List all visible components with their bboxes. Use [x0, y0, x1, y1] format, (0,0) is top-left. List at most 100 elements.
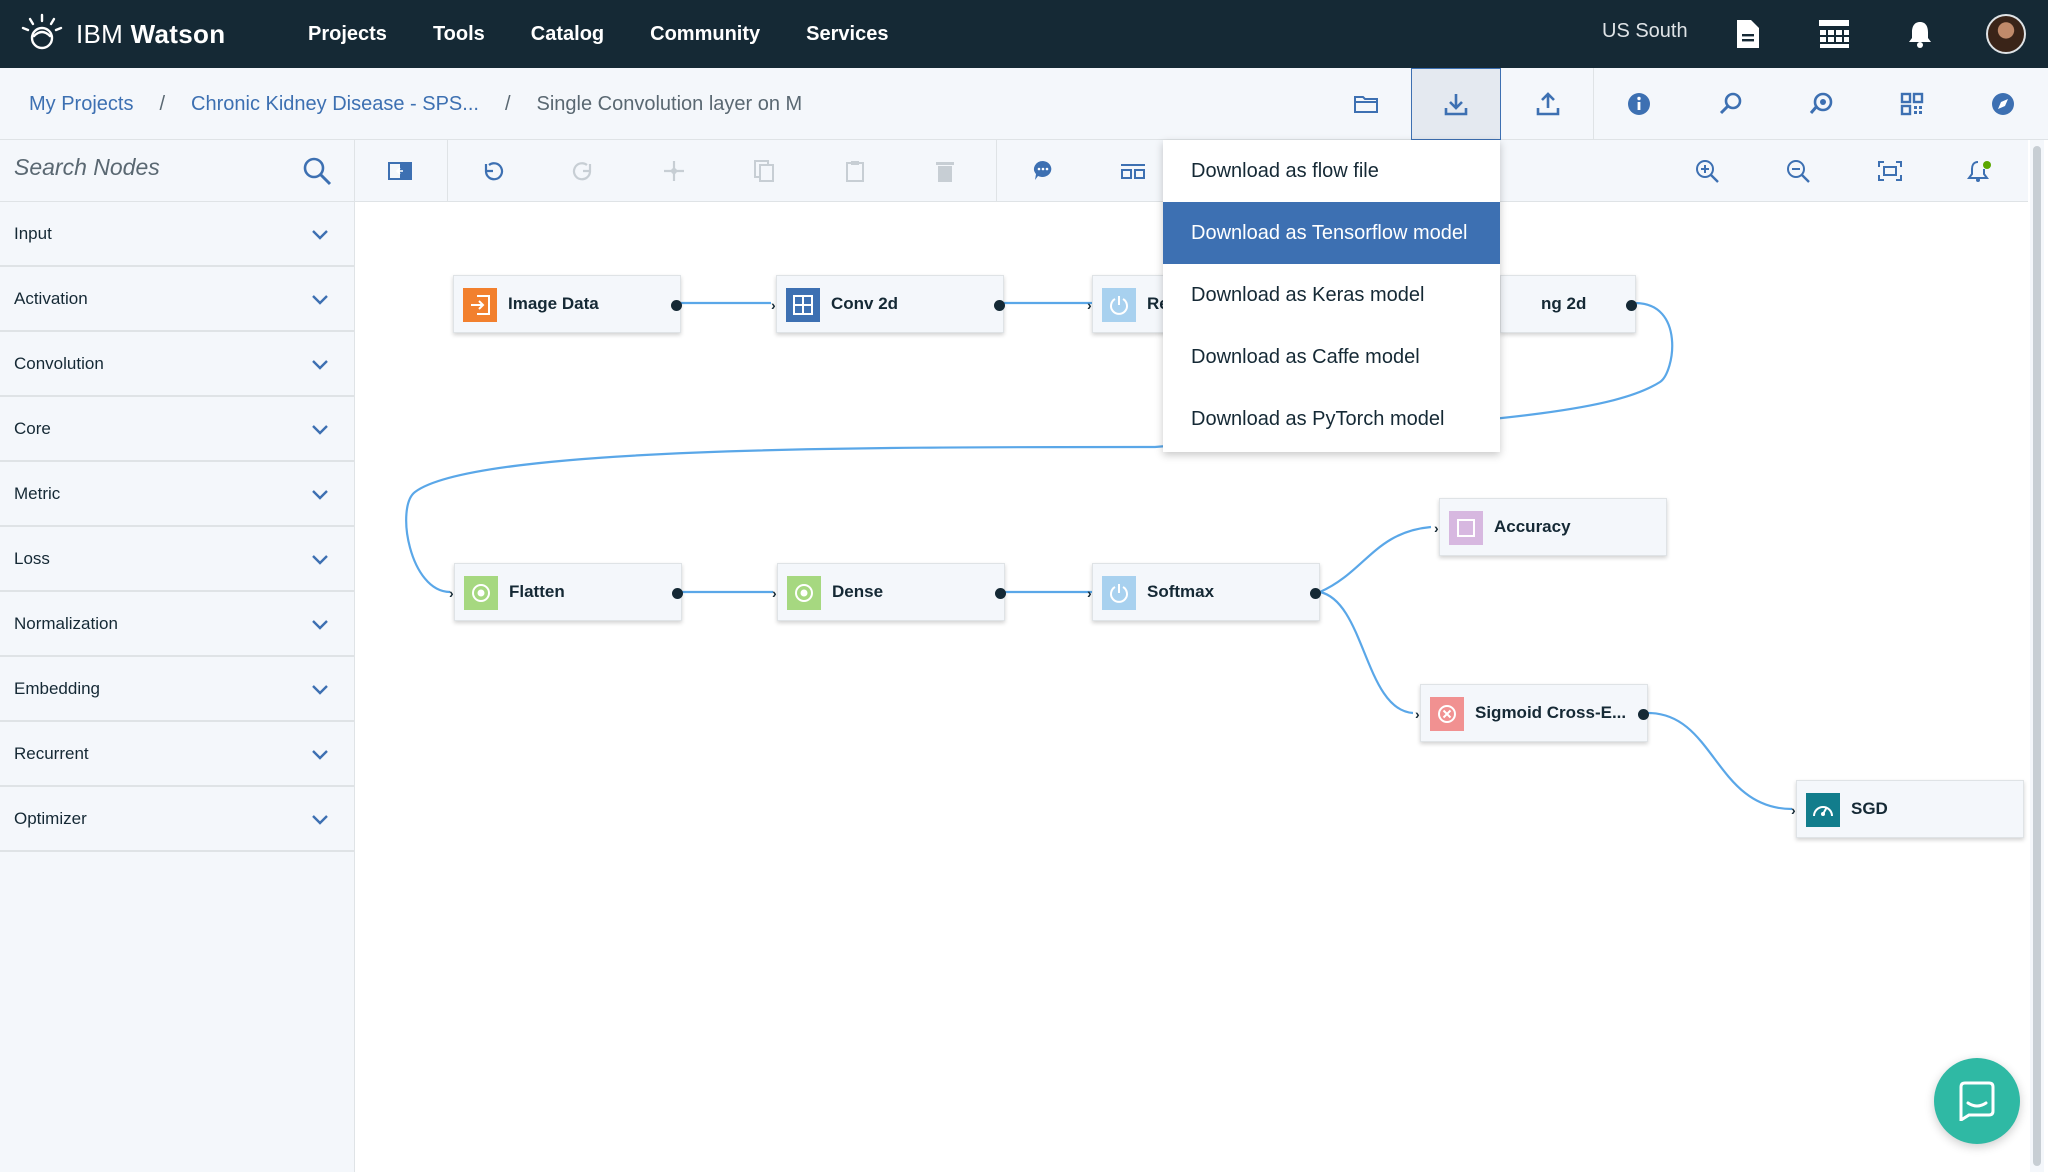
node-conv2d[interactable]: › Conv 2d [771, 275, 1005, 333]
toggle-palette-button[interactable] [355, 140, 445, 202]
redo-button[interactable] [538, 140, 628, 202]
category-core[interactable]: Core [0, 397, 355, 462]
brand[interactable]: IBM Watson [20, 12, 225, 56]
notification-bell-icon[interactable] [1900, 14, 1940, 54]
input-port-chevron[interactable]: › [1087, 297, 1092, 313]
zoom-out-icon [1787, 160, 1810, 183]
input-port-chevron[interactable]: › [771, 297, 776, 313]
input-port-chevron[interactable]: › [1415, 706, 1420, 722]
category-label: Activation [14, 289, 88, 308]
open-folder-button[interactable] [1321, 68, 1411, 140]
settings-button[interactable] [1776, 68, 1866, 140]
cut-button[interactable] [629, 140, 719, 202]
hyperparameters-button[interactable] [1686, 68, 1776, 140]
user-avatar[interactable] [1986, 14, 2026, 54]
activation-node-icon [1102, 576, 1136, 610]
menu-download-keras[interactable]: Download as Keras model [1191, 283, 1425, 306]
output-port[interactable] [1626, 300, 1637, 311]
category-normalization[interactable]: Normalization [0, 592, 355, 657]
category-convolution[interactable]: Convolution [0, 332, 355, 397]
brand-name: IBM Watson [76, 18, 226, 49]
copy-icon [754, 160, 774, 182]
nav-projects[interactable]: Projects [308, 22, 387, 45]
chevron-down-icon [312, 620, 328, 630]
nav-catalog[interactable]: Catalog [530, 22, 605, 45]
output-port[interactable] [672, 588, 683, 599]
node-softmax[interactable]: › Softmax [1087, 563, 1321, 621]
node-sigmoid-cross-entropy[interactable]: › Sigmoid Cross-E... [1415, 684, 1649, 742]
input-port-chevron[interactable]: › [772, 585, 777, 601]
download-button[interactable] [1411, 68, 1501, 140]
explore-button[interactable] [1958, 68, 2048, 140]
output-port[interactable] [995, 588, 1006, 599]
category-embedding[interactable]: Embedding [0, 657, 355, 722]
nav-tools[interactable]: Tools [432, 22, 485, 45]
breadcrumb-separator: / [504, 92, 511, 115]
nav-services[interactable]: Services [806, 22, 889, 45]
paste-button[interactable] [810, 140, 900, 202]
link-softmax-to-sigmoid [1319, 590, 1414, 715]
menu-download-pytorch[interactable]: Download as PyTorch model [1191, 407, 1445, 430]
copy-button[interactable] [719, 140, 809, 202]
input-port-chevron[interactable]: › [1434, 520, 1439, 536]
divider [996, 140, 997, 202]
scrollbar-thumb[interactable] [2033, 146, 2041, 1166]
breadcrumb-my-projects[interactable]: My Projects [29, 92, 134, 115]
search-icon[interactable] [302, 156, 332, 186]
category-recurrent[interactable]: Recurrent [0, 722, 355, 787]
notifications-button[interactable] [1935, 140, 2025, 202]
fit-to-screen-button[interactable] [1845, 140, 1935, 202]
node-accuracy[interactable]: › Accuracy [1434, 498, 1667, 556]
node-flatten[interactable]: › Flatten [449, 563, 683, 621]
node-pooling2d[interactable]: ng 2d [1500, 275, 1637, 333]
trash-icon [936, 162, 954, 182]
menu-download-flow-file[interactable]: Download as flow file [1191, 159, 1379, 182]
info-button[interactable] [1594, 68, 1684, 140]
node-dense[interactable]: › Dense [772, 563, 1006, 621]
input-port-chevron[interactable]: › [1087, 585, 1092, 601]
divider [1593, 68, 1594, 140]
vertical-scrollbar[interactable] [2030, 140, 2044, 1172]
category-label: Input [14, 224, 52, 243]
document-icon[interactable] [1728, 14, 1768, 54]
category-label: Loss [14, 549, 50, 568]
category-metric[interactable]: Metric [0, 462, 355, 527]
node-sgd[interactable]: › SGD [1791, 780, 2024, 838]
menu-download-caffe[interactable]: Download as Caffe model [1191, 345, 1420, 368]
output-port[interactable] [994, 300, 1005, 311]
search-input[interactable] [14, 154, 294, 181]
output-port[interactable] [1310, 588, 1321, 599]
zoom-out-button[interactable] [1753, 140, 1843, 202]
zoom-in-button[interactable] [1662, 140, 1752, 202]
output-port[interactable] [671, 300, 682, 311]
nav-community[interactable]: Community [650, 22, 761, 45]
category-label: Embedding [14, 679, 101, 698]
node-label: Image Data [508, 294, 599, 313]
breadcrumb-project[interactable]: Chronic Kidney Disease - SPS... [191, 92, 479, 115]
input-port-chevron[interactable]: › [449, 585, 454, 601]
folder-icon [1354, 96, 1378, 113]
arrange-button[interactable] [1088, 140, 1178, 202]
category-optimizer[interactable]: Optimizer [0, 787, 355, 852]
chevron-down-icon [312, 685, 328, 695]
layout-button[interactable] [1867, 68, 1957, 140]
undo-button[interactable] [448, 140, 538, 202]
category-input[interactable]: Input [0, 202, 355, 267]
scissors-icon [664, 161, 684, 181]
chat-launcher-button[interactable] [1934, 1058, 2020, 1144]
category-activation[interactable]: Activation [0, 267, 355, 332]
output-port[interactable] [1638, 709, 1649, 720]
main-nav: Projects Tools Catalog Community Service… [308, 0, 934, 68]
input-port-chevron[interactable]: › [1791, 802, 1796, 818]
add-comment-button[interactable] [998, 140, 1088, 202]
upload-button[interactable] [1503, 68, 1593, 140]
category-label: Normalization [14, 614, 118, 633]
convolution-node-icon [786, 288, 820, 322]
menu-download-tensorflow[interactable]: Download as Tensorflow model [1163, 202, 1500, 264]
apps-grid-icon[interactable] [1814, 14, 1854, 54]
node-image-data[interactable]: Image Data [453, 275, 682, 333]
flow-canvas[interactable]: Image Data › Conv 2d › Re ng 2d › Flatte… [355, 202, 2028, 1172]
region-selector[interactable]: US South [1602, 20, 1688, 42]
delete-button[interactable] [900, 140, 990, 202]
category-loss[interactable]: Loss [0, 527, 355, 592]
